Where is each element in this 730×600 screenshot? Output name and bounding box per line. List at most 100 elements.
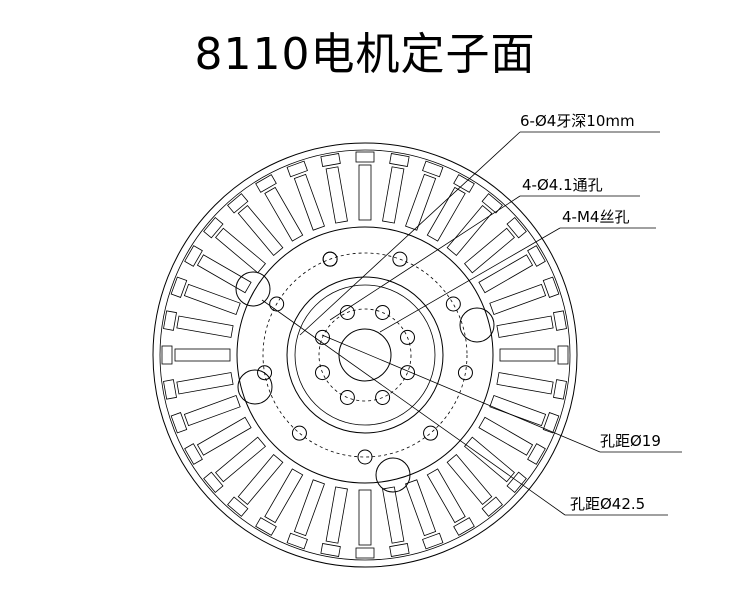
- stator-slot: [255, 174, 304, 242]
- slot-body: [463, 436, 515, 483]
- mount-lug: [237, 369, 273, 405]
- slot-body: [489, 283, 547, 315]
- stator-slot: [499, 345, 569, 365]
- slot-body: [382, 166, 405, 224]
- slot-tip: [255, 517, 277, 536]
- slot-tip: [320, 153, 341, 167]
- stator-slot: [446, 193, 503, 257]
- slot-tip: [170, 412, 188, 434]
- slot-body: [478, 416, 534, 456]
- slot-body: [264, 186, 304, 242]
- outer-hole: [322, 251, 338, 267]
- slot-body: [293, 173, 325, 231]
- slot-tip: [453, 517, 475, 536]
- mount-lug: [459, 307, 495, 343]
- slot-body: [405, 479, 437, 537]
- inner-hole: [315, 329, 331, 345]
- slot-body: [382, 486, 405, 544]
- slot-body: [489, 395, 547, 427]
- slot-tip: [203, 217, 224, 239]
- outer-hole-group: [257, 251, 473, 465]
- slot-body: [499, 348, 556, 362]
- mount-lug: [235, 271, 271, 307]
- inner-hole: [399, 329, 415, 345]
- inner-hole: [375, 305, 391, 321]
- stator-slot: [496, 310, 567, 338]
- stator-slot: [170, 395, 241, 434]
- slot-body: [478, 254, 534, 294]
- slot-tip: [422, 532, 444, 550]
- leader-threaded: [299, 131, 521, 336]
- slot-tip: [227, 193, 249, 214]
- stator-slot: [478, 245, 546, 294]
- leader-through: [329, 195, 521, 321]
- label-pitch-outer: 孔距Ø42.5: [570, 495, 645, 513]
- inner-hole-group: [315, 305, 415, 405]
- outer-hole: [269, 296, 285, 312]
- slot-tip: [286, 160, 308, 178]
- stator-slot: [463, 436, 527, 493]
- outer-hole: [392, 251, 408, 267]
- stator-slot: [255, 468, 304, 536]
- stator-slot: [478, 416, 546, 465]
- outer-hole: [445, 296, 461, 312]
- stator-slot: [496, 372, 567, 400]
- leader-pitch-outer: [261, 299, 566, 516]
- stator-slot: [382, 486, 410, 557]
- leader-pitch-inner: [321, 334, 601, 453]
- stator-slot: [355, 489, 375, 559]
- label-pitch-inner: 孔距Ø19: [600, 432, 661, 450]
- stator-slot: [163, 310, 234, 338]
- stator-slot: [426, 468, 475, 536]
- stator-slot: [446, 453, 503, 517]
- label-screw-holes: 4-M4丝孔: [562, 208, 629, 226]
- slot-tip: [506, 471, 527, 493]
- slot-tip: [163, 310, 177, 331]
- slot-tip: [355, 151, 375, 163]
- slot-body: [196, 416, 252, 456]
- slot-tip: [161, 345, 173, 365]
- slot-tip: [320, 543, 341, 557]
- inner-hole: [339, 305, 355, 321]
- leader-lines: [261, 131, 682, 516]
- slot-body: [426, 186, 466, 242]
- slot-body: [196, 254, 252, 294]
- slot-body: [237, 453, 284, 505]
- slot-tip: [481, 193, 503, 214]
- slot-tip: [227, 496, 249, 517]
- inner-hole: [315, 365, 331, 381]
- stator-slot: [286, 160, 325, 231]
- stator-slot: [286, 479, 325, 550]
- slot-tip: [184, 443, 203, 465]
- stator-slot: [489, 276, 560, 315]
- slot-tip: [453, 174, 475, 193]
- slot-body: [405, 173, 437, 231]
- slot-tip: [506, 217, 527, 239]
- slot-body: [264, 468, 304, 524]
- outer-ring-inner-edge: [159, 149, 571, 561]
- stator-slot: [163, 372, 234, 400]
- slot-body: [215, 436, 267, 483]
- slot-tip: [389, 153, 410, 167]
- slot-tip: [422, 160, 444, 178]
- stator-slot: [203, 436, 267, 493]
- stator-slot: [382, 153, 410, 224]
- slot-tip: [170, 276, 188, 298]
- slot-tip: [184, 245, 203, 267]
- slot-tip: [255, 174, 277, 193]
- slot-tip: [527, 245, 546, 267]
- slot-body: [358, 164, 372, 221]
- mounting-lugs: [235, 271, 495, 493]
- slot-body: [176, 372, 234, 395]
- stator-slot: [170, 276, 241, 315]
- outer-hole: [257, 365, 273, 381]
- stator-slot: [227, 453, 284, 517]
- slot-body: [183, 395, 241, 427]
- slot-body: [174, 348, 231, 362]
- slot-body: [496, 372, 554, 395]
- slot-body: [325, 486, 348, 544]
- slot-tip: [542, 412, 560, 434]
- outer-circle: [152, 142, 578, 568]
- slot-tip: [355, 547, 375, 559]
- slot-body: [463, 227, 515, 274]
